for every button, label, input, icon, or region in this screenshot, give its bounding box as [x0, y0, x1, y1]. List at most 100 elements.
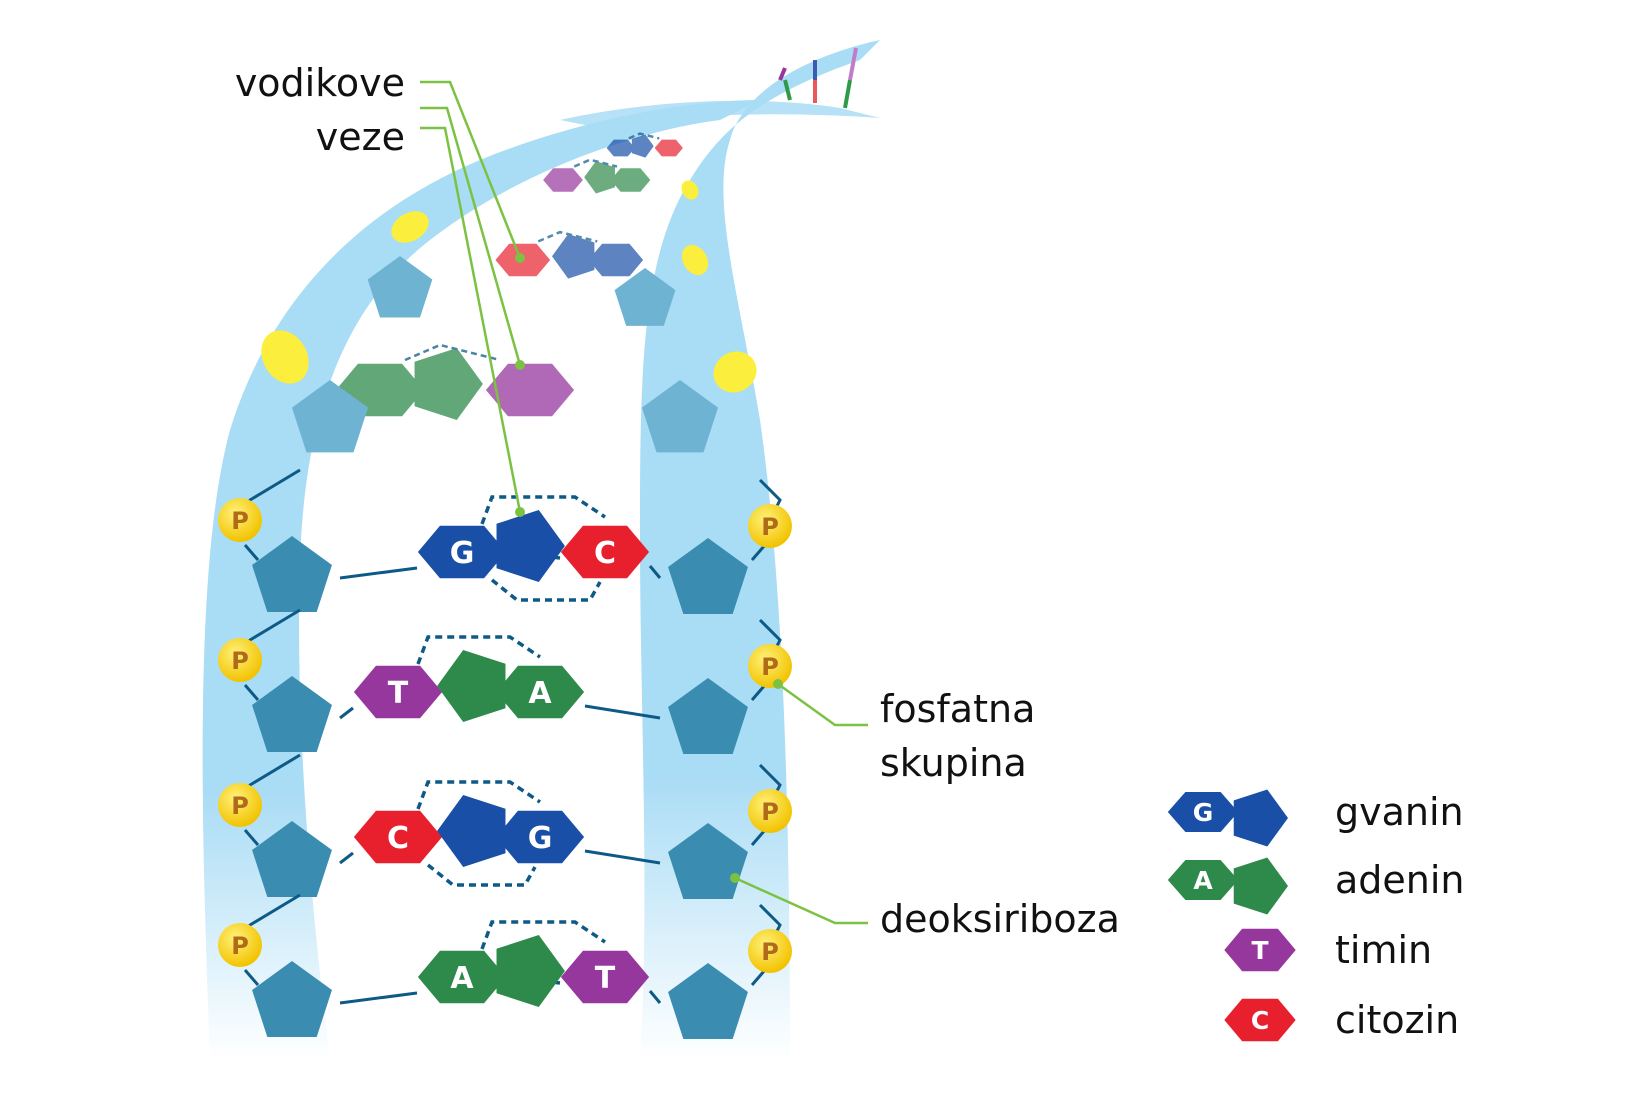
leader-dot	[730, 873, 740, 883]
base-letter-C: C	[387, 821, 409, 856]
phosphate-circle	[748, 644, 792, 688]
faded-base-pairs	[335, 132, 683, 420]
phosphate-letter: P	[231, 507, 249, 535]
glycosidic-bond	[648, 565, 662, 579]
sugar-deoxyribose	[641, 380, 719, 453]
left-backbone-band	[202, 100, 760, 1060]
faded-base-pair-GC	[606, 132, 683, 158]
legend-base-letter: T	[1251, 936, 1268, 965]
glycosidic-bond	[584, 849, 661, 865]
base-A	[584, 161, 651, 194]
base-T	[485, 363, 575, 417]
base-ring	[353, 810, 443, 864]
phosphate-circle	[218, 783, 262, 827]
backbone-bond	[750, 829, 767, 846]
sugar-deoxyribose	[668, 823, 748, 899]
hydrogen-bond	[480, 920, 606, 950]
hydrogen-bond	[404, 343, 501, 362]
base-A: A	[417, 935, 565, 1007]
base-ring	[353, 665, 443, 719]
hydrogen-bond	[480, 495, 606, 525]
legend-base-pentagon	[1233, 789, 1288, 847]
hydrogen-bonds-label-line1: vodikove	[235, 61, 405, 105]
base-G: G	[437, 795, 585, 867]
leader-line	[420, 126, 522, 513]
base-ring-pentagon	[437, 650, 506, 722]
phosphate-group: P	[748, 644, 792, 688]
sugar-deoxyribose	[252, 961, 332, 1037]
rung	[848, 47, 858, 81]
leader-lines	[420, 80, 868, 925]
phosphate-group: P	[748, 504, 792, 548]
base-ring	[610, 168, 651, 192]
base-letter-T: T	[388, 676, 409, 711]
legend-base-ring	[1167, 792, 1239, 832]
base-C: C	[560, 525, 650, 579]
legend-label: citozin	[1335, 998, 1459, 1042]
sugar-deoxyribose	[668, 678, 748, 754]
base-ring	[560, 950, 650, 1004]
glycosidic-bond	[584, 704, 661, 720]
base-ring-pentagon	[496, 935, 565, 1007]
base-ring-pentagon	[631, 134, 654, 158]
top-strand-band	[560, 100, 880, 128]
base-T: T	[560, 950, 650, 1004]
base-G	[552, 233, 644, 279]
base-ring	[654, 139, 683, 157]
phosphate-group: P	[218, 498, 262, 542]
base-ring	[417, 950, 507, 1004]
base-ring-pentagon	[414, 348, 483, 420]
base-ring	[485, 363, 575, 417]
phosphate-group-label-line1: fosfatna	[880, 687, 1035, 731]
deoxyribose-label: deoksiriboza	[880, 897, 1120, 941]
phosphate-circle	[748, 504, 792, 548]
hydrogen-bond	[490, 578, 602, 602]
backbone-bond	[750, 969, 767, 986]
phosphate-letter: P	[231, 932, 249, 960]
hydrogen-bond	[628, 132, 660, 140]
faded-base-pair-CG	[495, 230, 644, 279]
legend-base-ring	[1167, 860, 1239, 900]
base-T	[543, 168, 583, 192]
base-A: A	[437, 650, 585, 722]
base-ring	[417, 525, 507, 579]
sugar-deoxyribose	[252, 536, 332, 612]
legend-base-letter: C	[1251, 1006, 1269, 1035]
base-letter-G: G	[528, 821, 553, 856]
phosphate-group: P	[218, 783, 262, 827]
phosphate-letter: P	[761, 938, 779, 966]
phosphate-circle	[218, 638, 262, 682]
backbone-bond	[243, 829, 260, 846]
phosphate-group: P	[748, 789, 792, 833]
base-G	[606, 134, 654, 158]
hydrogen-bond	[416, 635, 541, 665]
legend-base-letter: A	[1193, 866, 1213, 895]
hydrogen-bond	[573, 158, 618, 168]
phosphate-letter: P	[761, 513, 779, 541]
leader-dot	[515, 507, 525, 517]
legend-label: timin	[1335, 928, 1432, 972]
faded-base-pair-TA	[543, 158, 651, 194]
phosphate-group-faded	[681, 180, 699, 200]
base-letter-A: A	[450, 961, 474, 996]
phosphate-group-faded	[391, 211, 429, 243]
sugar-deoxyribose	[252, 676, 332, 752]
backbone-bond	[750, 544, 767, 561]
base-ring	[543, 168, 583, 192]
legend-base-ring	[1224, 928, 1296, 972]
leader-dot	[515, 253, 525, 263]
base-ring	[588, 243, 644, 277]
leader-line	[420, 106, 522, 366]
base-C: C	[353, 810, 443, 864]
base-G: G	[417, 510, 565, 582]
top-strand-rungs	[778, 47, 858, 109]
sugar-deoxyribose	[291, 380, 369, 453]
glycosidic-bond	[339, 706, 354, 720]
